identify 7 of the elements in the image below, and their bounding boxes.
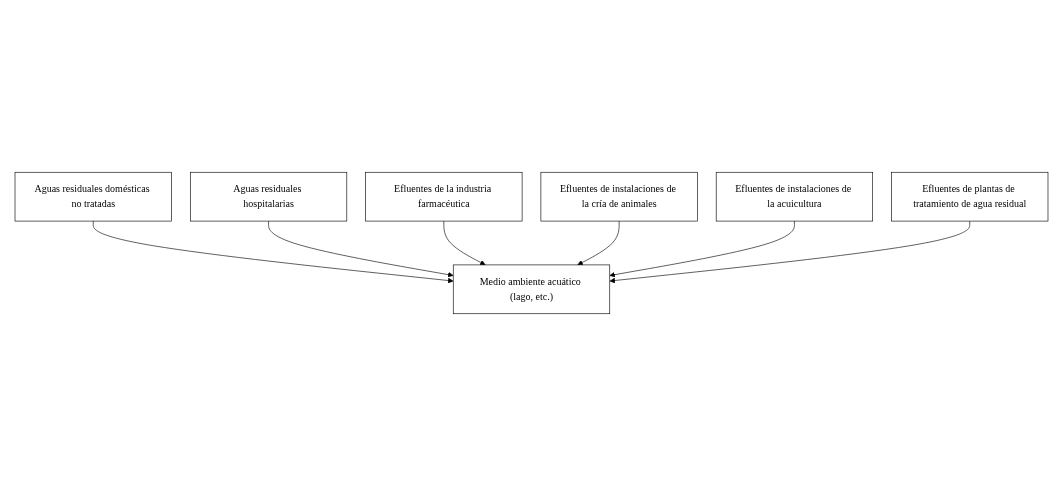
node-box: Medio ambiente acuático (lago, etc.) xyxy=(452,264,611,315)
node-box: Efluentes de instalaciones de la acuicultura xyxy=(715,171,873,222)
node-box: Efluentes de la industria farmacéutica xyxy=(365,171,523,222)
node-box: Efluentes de plantas de tratamiento de agua residual xyxy=(891,171,1049,222)
node-box: Aguas residuales domésticas no tratadas xyxy=(14,171,172,222)
node-box: Aguas residuales hospitalarias xyxy=(190,171,348,222)
node-box: Efluentes de instalaciones de la cría de animales xyxy=(540,171,698,222)
